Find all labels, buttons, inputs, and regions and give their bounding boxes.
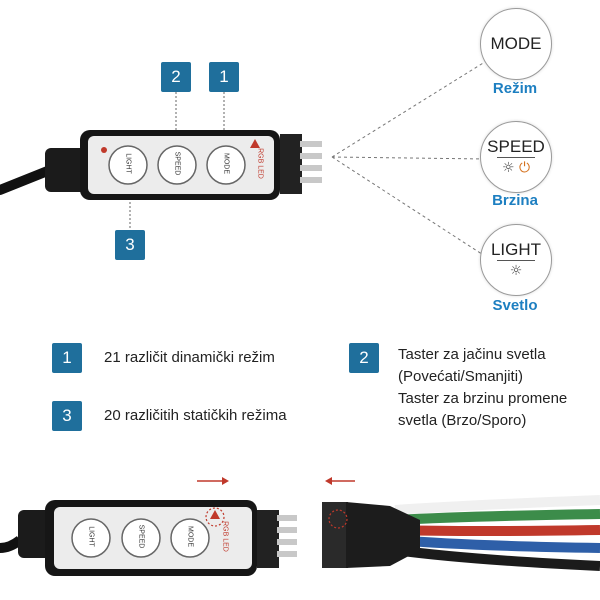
bottom-warning-icon	[210, 510, 220, 519]
legend-badge-3: 3	[52, 401, 82, 431]
pins	[300, 141, 322, 183]
legend-badge-2: 2	[349, 343, 379, 373]
female-connector-face	[322, 502, 348, 568]
legend-text-2-line2: (Povećati/Smanjiti)	[398, 368, 524, 385]
mode-callout: MODE	[480, 8, 552, 80]
controller-mode-button	[206, 145, 246, 185]
controller-speed-button	[157, 145, 197, 185]
badge-1: 1	[209, 62, 239, 92]
legend-badge-1: 1	[52, 343, 82, 373]
ribbon-cable	[394, 495, 600, 571]
bottom-pins	[277, 515, 297, 557]
controller-light-button	[108, 145, 148, 185]
light-callout-label: LIGHT	[490, 240, 542, 259]
leader-line-speed	[331, 156, 487, 160]
badge-2: 2	[161, 62, 191, 92]
bottom-cable	[0, 536, 24, 553]
leader-line-light	[331, 156, 489, 259]
controller-mode-label: MODE	[222, 153, 230, 174]
controller-light-label: LIGHT	[124, 153, 132, 174]
sun-icon: ☼	[509, 263, 523, 279]
light-caption: Svetlo	[492, 297, 538, 314]
legend-text-1: 21 različit dinamički režim	[104, 349, 275, 366]
bottom-light-button	[71, 518, 111, 558]
bottom-speed-button	[121, 518, 161, 558]
leader-line-mode	[331, 59, 489, 158]
controller-connector-label: RGB LED	[256, 148, 264, 179]
mode-caption: Režim	[492, 80, 538, 97]
sun-and-power-icon: ☼ ⏻	[501, 160, 531, 176]
female-marker-circle	[328, 509, 348, 529]
bottom-marker-circle	[205, 507, 225, 527]
bottom-speed-label: SPEED	[137, 524, 145, 549]
bottom-light-label: LIGHT	[87, 526, 95, 547]
controller-cable	[0, 165, 55, 195]
female-connector-body	[346, 502, 420, 568]
arrow-right	[197, 477, 229, 485]
legend-text-2-line1: Taster za jačinu svetla	[398, 346, 546, 363]
controller-led	[101, 147, 107, 153]
controller-speed-label: SPEED	[173, 151, 181, 176]
bottom-mode-label: MODE	[186, 526, 194, 547]
mode-callout-label: MODE	[490, 34, 542, 53]
bottom-pin-header	[257, 510, 279, 568]
speed-caption: Brzina	[492, 192, 538, 209]
legend-text-2-line4: svetla (Brzo/Sporo)	[398, 412, 527, 429]
speed-callout: SPEED ☼ ⏻	[480, 121, 552, 193]
bottom-connector-label: RGB LED	[221, 521, 229, 552]
legend-text-3: 20 različitih statičkih režima	[104, 407, 287, 424]
speed-callout-label: SPEED	[487, 137, 545, 156]
arrow-left	[325, 477, 355, 485]
warning-triangle-icon	[250, 139, 260, 148]
pin-header	[280, 134, 302, 194]
light-callout: LIGHT ☼	[480, 224, 552, 296]
badge-3: 3	[115, 230, 145, 260]
bottom-mode-button	[170, 518, 210, 558]
legend-text-2-line3: Taster za brzinu promene	[398, 390, 568, 407]
